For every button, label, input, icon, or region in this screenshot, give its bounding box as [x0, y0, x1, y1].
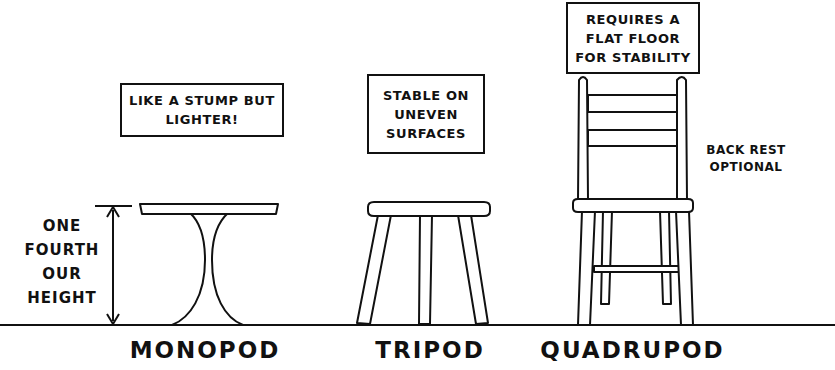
- stool-top: [140, 204, 278, 214]
- tripod-stool: [357, 202, 490, 324]
- dimension-arrowhead: [107, 207, 119, 217]
- chair-leg: [676, 211, 693, 325]
- chair-stretcher: [594, 266, 680, 272]
- back-post: [677, 77, 687, 200]
- furniture-name: TRIPOD: [330, 336, 530, 364]
- chair-seat: [573, 199, 693, 212]
- back-slat: [588, 95, 677, 112]
- stool-leg: [458, 215, 488, 324]
- dimension-line: [112, 210, 114, 321]
- callout-text: STABLE ON UNEVEN SURFACES: [375, 86, 477, 143]
- stool-seat: [368, 202, 490, 216]
- quadrupod-chair: [573, 77, 693, 325]
- callout-text: LIKE A STUMP BUT LIGHTER!: [128, 91, 276, 129]
- callout-box: STABLE ON UNEVEN SURFACES: [367, 74, 485, 154]
- callout-text: REQUIRES A FLAT FLOOR FOR STABILITY: [574, 10, 692, 67]
- stool-leg: [419, 215, 432, 324]
- chair-leg: [601, 211, 612, 304]
- callout-box: LIKE A STUMP BUT LIGHTER!: [120, 83, 284, 137]
- back-post: [578, 77, 588, 200]
- furniture-name: QUADRUPOD: [515, 336, 750, 364]
- callout-box: REQUIRES A FLAT FLOOR FOR STABILITY: [566, 2, 700, 74]
- furniture-name: MONOPOD: [100, 336, 310, 364]
- dimension-arrowhead: [107, 314, 119, 324]
- back-slat: [588, 130, 677, 146]
- floor-line: [0, 324, 835, 326]
- chair-leg: [660, 211, 671, 304]
- monopod-stool: [140, 204, 278, 325]
- annotation-label: ONE FOURTH OUR HEIGHT: [20, 214, 104, 310]
- annotation-label: BACK REST OPTIONAL: [694, 142, 798, 176]
- pedestal: [172, 213, 243, 325]
- stool-leg: [357, 215, 391, 324]
- chair-leg: [578, 211, 595, 325]
